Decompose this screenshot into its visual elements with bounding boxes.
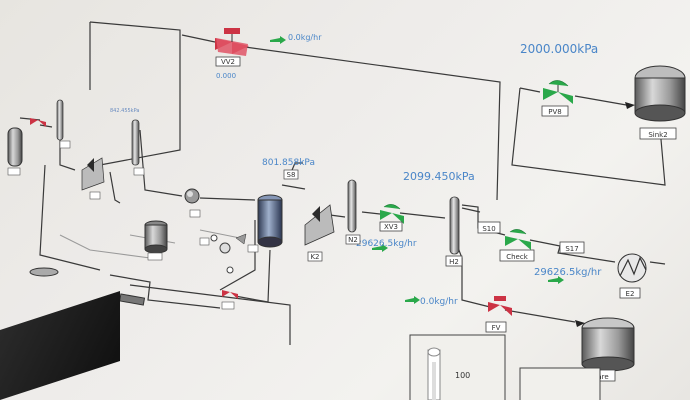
- flare-tank[interactable]: [575, 317, 635, 372]
- heat-exchanger-e2[interactable]: [617, 253, 647, 283]
- xv3-label: XV3: [384, 223, 398, 231]
- h2-label: H2: [449, 258, 459, 266]
- compressor-left[interactable]: [81, 157, 105, 191]
- h2-tag: [445, 255, 463, 267]
- check-label: Check: [506, 253, 528, 261]
- vv2-tag: [215, 56, 241, 67]
- tray-left: [29, 267, 59, 277]
- xv3-tag: [379, 221, 403, 232]
- sink2-tank[interactable]: [625, 65, 686, 122]
- arrow-right-icon: [625, 102, 635, 109]
- sink2-tag: [639, 127, 677, 140]
- vessel-far-left[interactable]: [7, 127, 23, 167]
- column-mid[interactable]: [131, 119, 140, 166]
- check-valve[interactable]: [505, 229, 531, 250]
- valve-xv3[interactable]: [380, 204, 404, 224]
- flow-arrow-icon: [372, 244, 388, 252]
- mixer-bottom-left[interactable]: [119, 293, 146, 306]
- pv8-tag: [541, 105, 569, 117]
- arrow-right-icon: [575, 320, 585, 327]
- stream-s17-label: S17: [565, 245, 578, 253]
- small-tank[interactable]: [144, 220, 168, 254]
- flow-top: 0.0kg/hr: [288, 33, 322, 42]
- k2-label: K2: [310, 253, 319, 261]
- instrument-symbols: [210, 233, 247, 274]
- flow-arrow-icon: [270, 36, 286, 44]
- stream-s8-tag: [283, 169, 299, 180]
- second-gauge-panel: [519, 367, 601, 400]
- column-left[interactable]: [56, 99, 64, 141]
- column-n2[interactable]: [347, 179, 357, 233]
- level-gauge-panel: 100: [409, 334, 506, 400]
- flow-fv-inlet: 0.0kg/hr: [420, 297, 458, 307]
- flow-xv3-outlet: 29626.5kg/hr: [356, 239, 417, 249]
- e2-label: E2: [626, 290, 635, 298]
- valve-vv2[interactable]: [215, 28, 249, 56]
- pv8-label: PV8: [548, 108, 561, 116]
- sink2-label: Sink2: [648, 131, 667, 139]
- stream-s10-label: S10: [482, 225, 495, 233]
- n2-label: N2: [348, 236, 358, 244]
- flow-arrow-icon: [405, 296, 420, 304]
- n2-tag: [345, 234, 361, 245]
- small-unit-tags: [7, 140, 259, 310]
- flow-check-outlet: 29626.5kg/hr: [534, 267, 602, 278]
- pressure-pv8-inlet: 2000.000kPa: [520, 42, 598, 56]
- pump[interactable]: [184, 188, 200, 204]
- vv2-readout: 0.000: [216, 72, 236, 80]
- fv-tag: [485, 321, 507, 333]
- e2-tag: [619, 287, 641, 299]
- pressure-h2: 2099.450kPa: [403, 170, 475, 183]
- vv2-label: VV2: [221, 58, 235, 66]
- separator-drum[interactable]: [257, 194, 283, 248]
- check-tag: [499, 249, 535, 262]
- flow-arrow-icon: [548, 276, 564, 284]
- compressor-k2[interactable]: [304, 204, 335, 246]
- k2-tag: [307, 251, 323, 262]
- valve-fv[interactable]: [488, 296, 512, 316]
- stream-s8-label: S8: [287, 171, 296, 179]
- stream-s10-tag: [477, 221, 501, 234]
- column-h2[interactable]: [449, 196, 460, 255]
- fv-label: FV: [492, 324, 501, 332]
- valve-pv8[interactable]: [543, 80, 573, 104]
- stream-s17-tag: [559, 241, 585, 254]
- pressure-separator: 801.858kPa: [262, 158, 315, 168]
- valve-bottom-mid[interactable]: [222, 290, 238, 299]
- valve-left-top[interactable]: [30, 118, 46, 127]
- gauge-value: 100: [455, 371, 470, 380]
- pressure-column-mid: 842.455kPa: [110, 108, 139, 114]
